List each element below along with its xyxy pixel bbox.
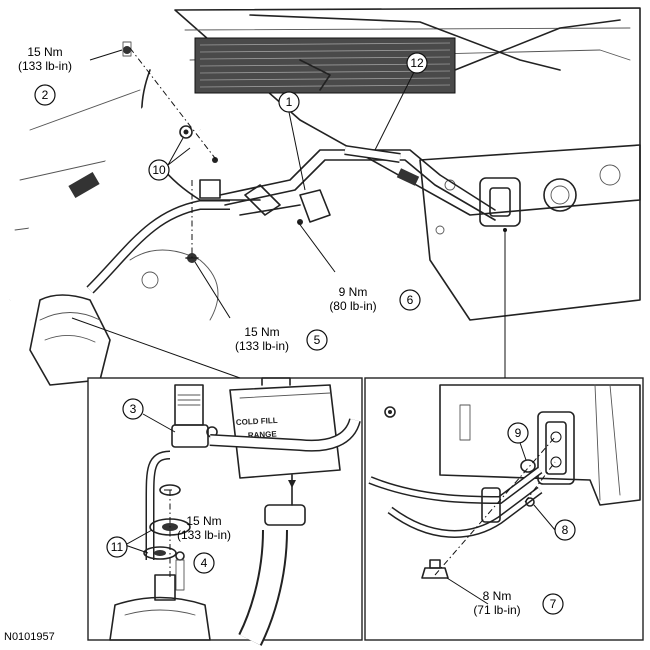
callout-4-label: 4 [201, 556, 208, 570]
callout-11: 11 [106, 536, 128, 558]
torque-5-nm: 15 Nm [244, 325, 279, 339]
callout-9: 9 [507, 422, 529, 444]
callout-leaders [89, 49, 556, 605]
torque-6-inlb: (80 lb-in) [329, 299, 376, 313]
callout-5-label: 5 [314, 333, 321, 347]
figure-code: N0101957 [4, 631, 55, 643]
line-bracket [244, 184, 331, 225]
torque-4-nm: 15 Nm [186, 514, 221, 528]
callout-2: 2 [34, 84, 56, 106]
heater-hose-center [86, 200, 230, 294]
torque-5-inlb: (133 lb-in) [235, 339, 289, 353]
callout-6: 6 [399, 289, 421, 311]
callout-8-label: 8 [562, 523, 569, 537]
torque-7-nm: 8 Nm [483, 589, 512, 603]
callout-1-label: 1 [286, 95, 293, 109]
callout-11-label: 11 [111, 540, 124, 554]
callout-12-label: 12 [410, 56, 424, 70]
callout-8: 8 [554, 519, 576, 541]
callout-5: 5 [306, 329, 328, 351]
torque-4-inlb: (133 lb-in) [177, 528, 231, 542]
callout-2-label: 2 [42, 88, 49, 102]
torque-6-nm: 9 Nm [339, 285, 368, 299]
callout-3-label: 3 [130, 402, 137, 416]
left-inset-frame [87, 377, 363, 641]
evaporator-inlet-block [479, 177, 521, 227]
callout-10-label: 10 [152, 163, 166, 177]
heater-hose-left [4, 95, 206, 301]
callout-7-label: 7 [550, 597, 557, 611]
tank-label-line1: COLD FILL [236, 416, 278, 427]
torque-7-inlb: (71 lb-in) [473, 603, 520, 617]
ac-line-assembly [219, 145, 496, 221]
callout-1: 1 [278, 91, 300, 113]
left-inset-artwork: COLD FILL RANGE [109, 377, 361, 646]
callout-6-label: 6 [407, 293, 414, 307]
torque-spec-2: 15 Nm (133 lb-in) [18, 45, 72, 73]
callout-4: 4 [193, 552, 215, 574]
torque-2-nm: 15 Nm [27, 45, 62, 59]
callout-3: 3 [122, 398, 144, 420]
callout-9-label: 9 [515, 426, 522, 440]
torque-spec-6: 9 Nm (80 lb-in) [329, 285, 376, 313]
alignment-line-2 [129, 47, 219, 163]
torque-spec-5: 15 Nm (133 lb-in) [235, 325, 289, 353]
callout-10: 10 [148, 159, 170, 181]
right-inset-artwork [368, 384, 641, 579]
tank-label-line2: RANGE [248, 429, 278, 440]
callout-7: 7 [542, 593, 564, 615]
torque-spec-4: 15 Nm (133 lb-in) [177, 514, 231, 542]
callout-12: 12 [406, 52, 428, 74]
torque-2-inlb: (133 lb-in) [18, 59, 72, 73]
torque-spec-7: 8 Nm (71 lb-in) [473, 589, 520, 617]
inset-leader-left [71, 317, 241, 379]
